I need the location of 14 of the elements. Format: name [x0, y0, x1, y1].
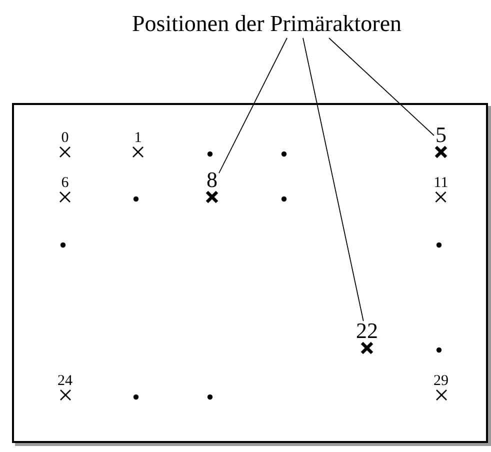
position-number: 5	[436, 125, 446, 145]
heading-text: Positionen der Primäraktoren	[132, 10, 402, 38]
position-number: 1	[134, 132, 142, 145]
position-number: 11	[434, 177, 448, 190]
leader-line	[218, 38, 288, 174]
position-number: 24	[58, 375, 72, 388]
leader-line	[302, 38, 364, 322]
position-number: 22	[356, 321, 378, 341]
leader-line	[328, 38, 434, 136]
position-number: 6	[61, 177, 69, 190]
position-number: 29	[434, 375, 448, 388]
position-number: 0	[61, 132, 69, 145]
frame-box	[12, 103, 488, 443]
position-number: 8	[206, 170, 218, 190]
